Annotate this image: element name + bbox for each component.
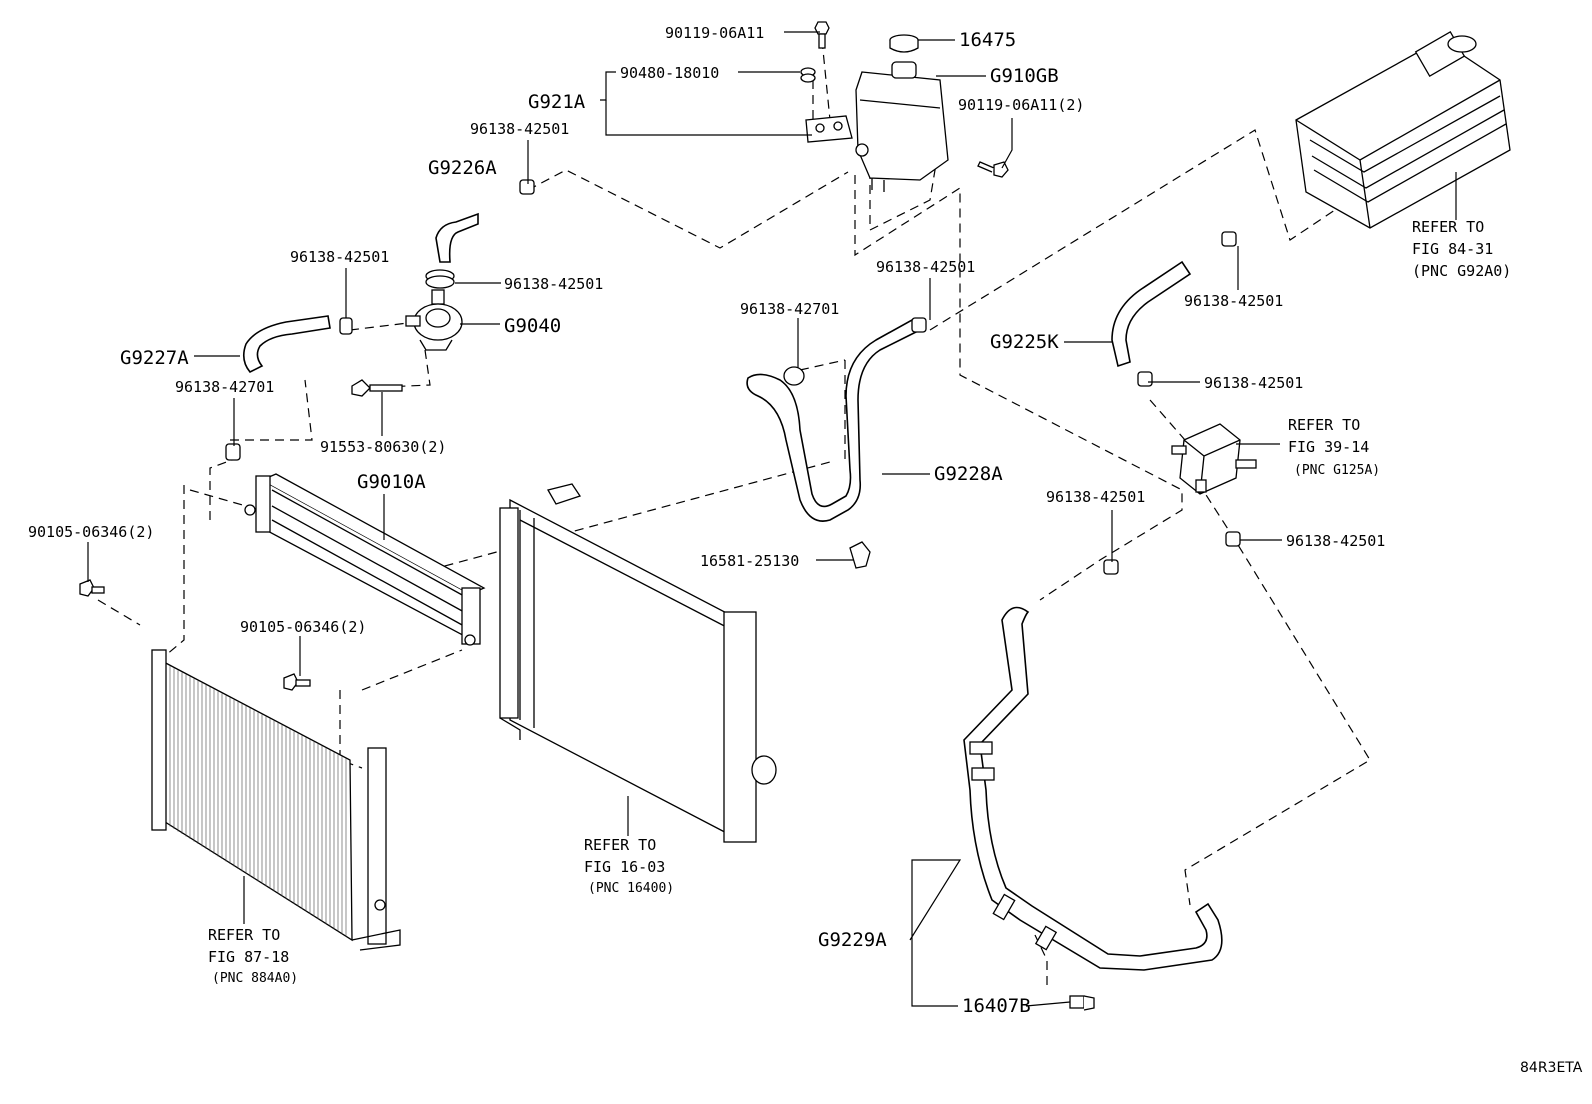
- clamp-pump-top: [425, 269, 455, 289]
- label-g9010a: G9010A: [357, 471, 426, 493]
- hose-g9228a: [746, 318, 922, 522]
- label-91553-80630: 91553-80630(2): [320, 438, 446, 456]
- clamp-96138-42501-center: [911, 317, 927, 333]
- callout-labels: 90119-06A11 16475 90480-18010 G910GB G92…: [28, 24, 1385, 1017]
- refer-radiator-line2: FIG 16-03: [584, 858, 665, 876]
- refer-radiator-line3: (PNC 16400): [588, 881, 674, 896]
- refer-inverter-line2: FIG 84-31: [1412, 240, 1493, 258]
- refer-exchanger-line3: (PNC G125A): [1294, 463, 1380, 478]
- label-96138-42701-a: 96138-42701: [175, 378, 274, 396]
- label-96138-42501-g: 96138-42501: [1046, 488, 1145, 506]
- label-16407b: 16407B: [962, 995, 1031, 1017]
- refer-radiator-line1: REFER TO: [584, 836, 656, 854]
- drain-plug-16407b: [1069, 995, 1095, 1011]
- refer-radiator: REFER TO FIG 16-03 (PNC 16400): [584, 836, 674, 896]
- hose-g9229a: [963, 606, 1223, 971]
- label-g9040: G9040: [504, 315, 561, 337]
- clamp-g9225k-lower: [1137, 371, 1153, 387]
- label-g9227a: G9227A: [120, 347, 189, 369]
- reservoir-cap: [889, 34, 919, 53]
- clamp-96138-left: [339, 317, 353, 335]
- label-90480-18010: 90480-18010: [620, 64, 719, 82]
- refer-inverter-line3: (PNC G92A0): [1412, 262, 1511, 280]
- label-g921a: G921A: [528, 91, 586, 113]
- diagram-code: 84R3ETA: [1520, 1060, 1583, 1076]
- label-96138-42501-a: 96138-42501: [470, 120, 569, 138]
- label-90105-06346-b: 90105-06346(2): [240, 618, 366, 636]
- bolt-90119-2: [977, 161, 1009, 178]
- clamp-16581: [849, 541, 871, 569]
- refer-inverter-line1: REFER TO: [1412, 218, 1484, 236]
- clamp-exchanger-lower: [1225, 531, 1241, 547]
- label-g910gb: G910GB: [990, 65, 1059, 87]
- label-g9229a: G9229A: [818, 929, 887, 951]
- hose-g9225k: [1111, 260, 1192, 368]
- refer-condenser-line1: REFER TO: [208, 926, 280, 944]
- label-16581-25130: 16581-25130: [700, 552, 799, 570]
- leader-lines: [87, 31, 1457, 1007]
- label-96138-42501-h: 96138-42501: [1286, 532, 1385, 550]
- water-pump-g9040: [405, 289, 463, 351]
- clamp-inverter: [1221, 231, 1237, 247]
- clamp-g9229a-top: [1103, 559, 1119, 575]
- label-90119-06a11-2: 90119-06A11(2): [958, 96, 1084, 114]
- reservoir-bracket: [805, 115, 853, 143]
- heat-exchanger: [1171, 423, 1257, 495]
- label-g9228a: G9228A: [934, 463, 1003, 485]
- sub-radiator-g9010a: [244, 473, 486, 646]
- label-g9226a: G9226A: [428, 157, 497, 179]
- condenser: [151, 649, 401, 951]
- hose-g9227a: [242, 315, 331, 373]
- label-96138-42501-c: 96138-42501: [504, 275, 603, 293]
- bolt-91553: [351, 379, 403, 397]
- inverter-assembly: [1295, 30, 1511, 229]
- refer-condenser-line2: FIG 87-18: [208, 948, 289, 966]
- main-radiator: [499, 483, 777, 843]
- bolt-90105-left: [79, 579, 105, 597]
- clamp-96138-42701-center: [783, 366, 805, 386]
- refer-inverter: REFER TO FIG 84-31 (PNC G92A0): [1412, 218, 1511, 280]
- refer-blocks: REFER TO FIG 84-31 (PNC G92A0) REFER TO …: [208, 218, 1511, 986]
- refer-exchanger: REFER TO FIG 39-14 (PNC G125A): [1288, 416, 1380, 478]
- refer-exchanger-line1: REFER TO: [1288, 416, 1360, 434]
- label-96138-42501-f: 96138-42501: [1204, 374, 1303, 392]
- refer-condenser-line3: (PNC 884A0): [212, 971, 298, 986]
- label-16475: 16475: [959, 29, 1016, 51]
- label-96138-42501-b: 96138-42501: [290, 248, 389, 266]
- bolt-90119: [814, 21, 830, 49]
- bolt-90105-mid: [283, 673, 311, 691]
- reservoir-tank: [855, 61, 949, 192]
- refer-condenser: REFER TO FIG 87-18 (PNC 884A0): [208, 926, 298, 986]
- label-96138-42701-b: 96138-42701: [740, 300, 839, 318]
- label-90105-06346-a: 90105-06346(2): [28, 523, 154, 541]
- clamp-96138-42701-left: [225, 443, 241, 461]
- label-96138-42501-d: 96138-42501: [876, 258, 975, 276]
- label-g9225k: G9225K: [990, 331, 1059, 353]
- label-90119-06a11: 90119-06A11: [665, 24, 764, 42]
- grommet-90480: [800, 67, 816, 83]
- refer-exchanger-line2: FIG 39-14: [1288, 438, 1369, 456]
- label-96138-42501-e: 96138-42501: [1184, 292, 1283, 310]
- hose-g9226a: [435, 212, 479, 263]
- clamp-upper: [519, 179, 535, 195]
